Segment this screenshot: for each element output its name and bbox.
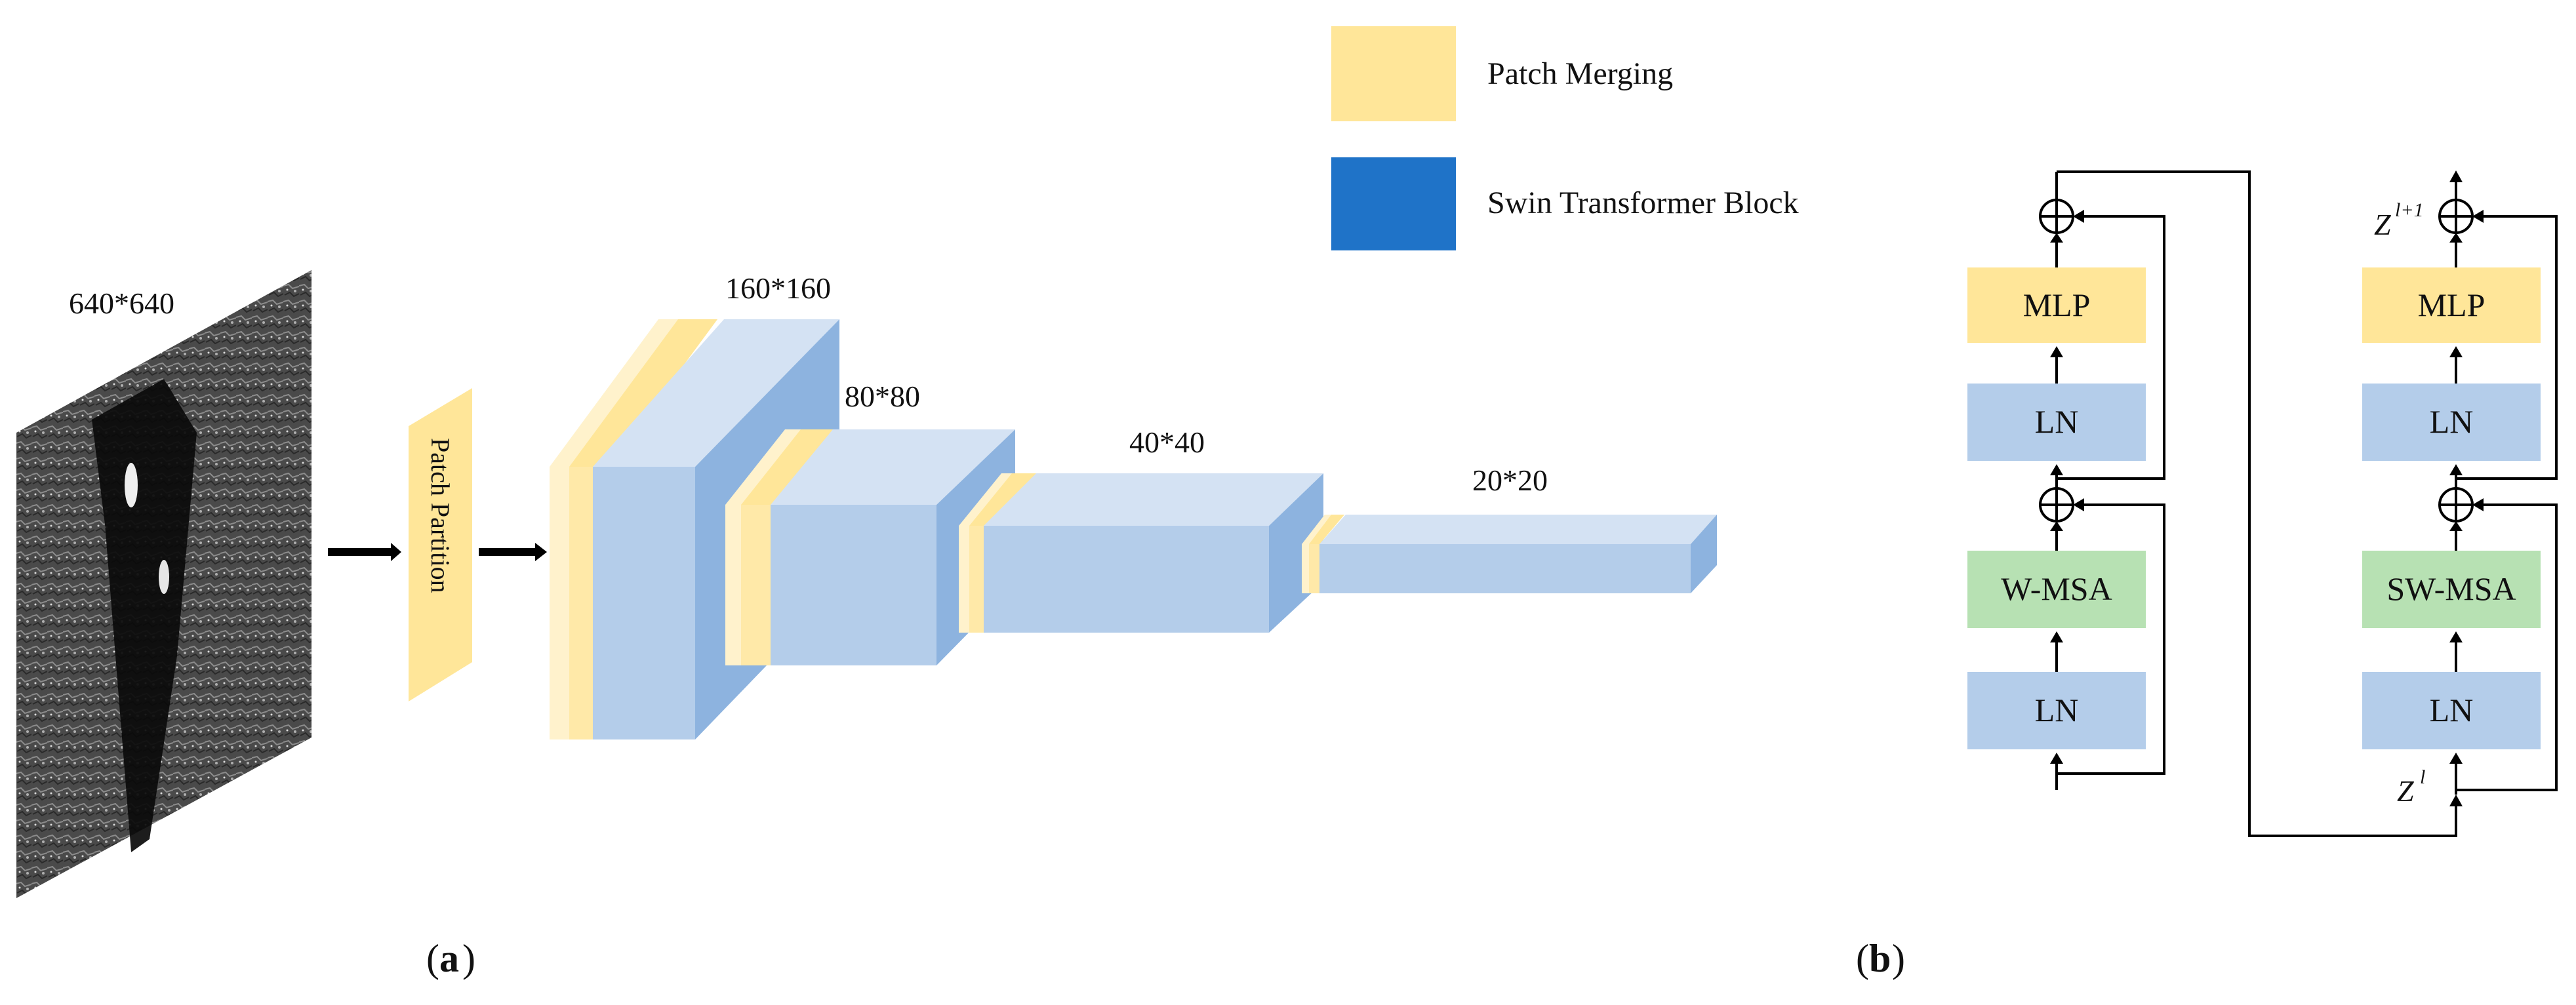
stage-4: 20*20 bbox=[1302, 463, 1717, 593]
left-swin-block bbox=[1967, 170, 2463, 837]
panel-b-labels: MLP LN W-MSA LN MLP LN SW-MSA LN Z l+1 Z… bbox=[1856, 199, 2516, 980]
legend-swin-block-swatch bbox=[1331, 157, 1456, 250]
input-size-label: 640*640 bbox=[69, 286, 174, 320]
left-ln-upper-label: LN bbox=[2035, 403, 2079, 440]
left-wmsa-label: W-MSA bbox=[2001, 570, 2112, 607]
left-mlp-label: MLP bbox=[2023, 286, 2091, 323]
right-mlp-label: MLP bbox=[2418, 286, 2485, 323]
panel-b-caption-letter: b bbox=[1869, 937, 1891, 980]
stage-4-top bbox=[1319, 515, 1717, 544]
panel-a-caption-letter: a bbox=[439, 937, 459, 980]
right-ln-upper-label: LN bbox=[2430, 403, 2474, 440]
left-ln-upper-box bbox=[1967, 384, 2146, 461]
left-mlp-box bbox=[1967, 267, 2146, 343]
stage-2-size-label: 80*80 bbox=[845, 380, 920, 413]
patch-partition-block: Patch Partition bbox=[409, 388, 472, 701]
stage-2: 80*80 bbox=[725, 380, 1015, 665]
left-ln-lower-label: LN bbox=[2035, 692, 2079, 728]
legend-patch-merging-label: Patch Merging bbox=[1487, 56, 1673, 91]
svg-text:(: ( bbox=[1856, 937, 1869, 980]
svg-text:): ) bbox=[462, 937, 475, 980]
svg-text:(: ( bbox=[426, 937, 439, 980]
z-input-label: Z bbox=[2397, 774, 2414, 808]
right-swin-block bbox=[2362, 170, 2558, 795]
stage-3: 40*40 bbox=[959, 425, 1323, 633]
right-swmsa-label: SW-MSA bbox=[2386, 570, 2516, 607]
right-ln-upper-box bbox=[2362, 384, 2541, 461]
legend-swin-block-label: Swin Transformer Block bbox=[1487, 186, 1799, 220]
z-output-label: Z bbox=[2374, 208, 2391, 241]
stage-3-size-label: 40*40 bbox=[1129, 425, 1205, 459]
stage-4-side bbox=[1691, 515, 1717, 593]
stage-1-size-label: 160*160 bbox=[725, 271, 831, 305]
legend-patch-merging-swatch bbox=[1331, 26, 1456, 121]
input-sar-image bbox=[16, 270, 312, 898]
right-swmsa-box bbox=[2362, 551, 2541, 628]
left-wmsa-box bbox=[1967, 551, 2146, 628]
stage-4-front bbox=[1319, 544, 1691, 593]
panel-a-caption: ( a ) bbox=[426, 937, 475, 980]
svg-text:): ) bbox=[1892, 937, 1905, 980]
stage-4-size-label: 20*20 bbox=[1472, 463, 1548, 497]
stage-1-front bbox=[593, 467, 695, 739]
z-input-superscript: l bbox=[2420, 766, 2425, 788]
inter-block-connector bbox=[2057, 170, 2457, 837]
right-mlp-box bbox=[2362, 267, 2541, 343]
stage-2-top bbox=[771, 429, 1015, 505]
z-output-superscript: l+1 bbox=[2395, 199, 2424, 221]
stage-3-top bbox=[984, 473, 1323, 526]
panel-a: 640*640 Patch Partition 160*160 bbox=[16, 270, 1717, 980]
stage-1-top bbox=[593, 319, 839, 467]
legend: Patch Merging Swin Transformer Block bbox=[1331, 26, 1799, 250]
panel-b-caption: ( b ) bbox=[1856, 937, 1905, 980]
stage-2-front bbox=[771, 505, 936, 665]
left-ln-lower-box bbox=[1967, 672, 2146, 749]
panel-b bbox=[1967, 170, 2558, 837]
right-ln-lower-box bbox=[2362, 672, 2541, 749]
right-ln-lower-label: LN bbox=[2430, 692, 2474, 728]
stage-3-front bbox=[984, 526, 1269, 633]
patch-partition-label: Patch Partition bbox=[426, 438, 455, 593]
